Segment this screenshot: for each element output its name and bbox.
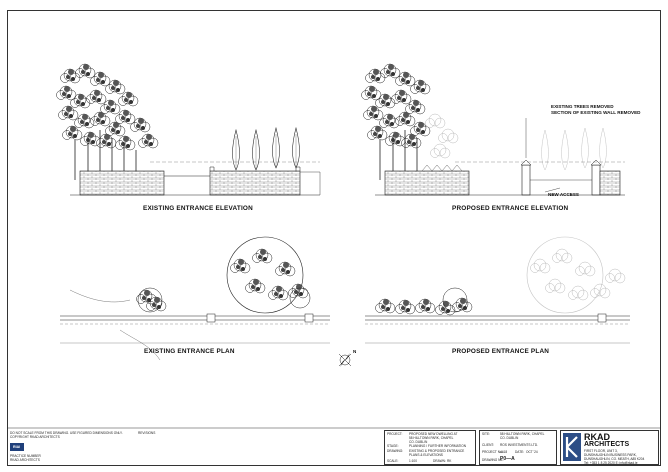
wall-removed-note: SECTION OF EXISTING WALL REMOVED bbox=[551, 110, 641, 115]
project-line-2: 58 HILLTOWN PARK, CHAPEL bbox=[409, 436, 454, 440]
existing-plan bbox=[60, 236, 330, 361]
date-label: DATE: bbox=[515, 450, 525, 454]
riai-line-1: PRACTICE NUMBER bbox=[10, 454, 41, 458]
drawn-value: RK bbox=[447, 459, 452, 463]
north-arrow-icon bbox=[338, 353, 352, 367]
revisions-label: REVISIONS bbox=[138, 431, 156, 435]
rkad-logo-icon bbox=[563, 433, 581, 461]
site-info-box bbox=[479, 430, 557, 465]
drawing-line-2: PLANS & ELEVATIONS bbox=[409, 453, 443, 457]
proposed-plan bbox=[365, 236, 630, 344]
site-label: SITE: bbox=[482, 432, 490, 436]
existing-plan-label: EXISTING ENTRANCE PLAN bbox=[144, 348, 235, 355]
client-value: ROS INVESTMENTS LTD. bbox=[500, 443, 539, 447]
drawing-label: DRAWING: bbox=[387, 449, 404, 453]
project-info-box bbox=[384, 430, 476, 465]
proposed-elevation bbox=[361, 63, 625, 196]
project-no-value: 4418 bbox=[500, 450, 508, 454]
project-line-3: CO. DUBLIN bbox=[409, 440, 428, 444]
disclaimer-line-2: COPYRIGHT RKAD ARCHITECTS bbox=[10, 435, 60, 439]
date-value: OCT '24 bbox=[526, 450, 538, 454]
existing-brick-wall-left bbox=[79, 170, 165, 196]
north-label: N bbox=[353, 349, 357, 354]
drawing-no-label: DRAWING No.: bbox=[482, 458, 505, 462]
existing-brick-wall-right bbox=[209, 170, 301, 196]
drawing-line-1: EXISTING & PROPOSED ENTRANCE bbox=[409, 449, 465, 453]
proposed-plan-label: PROPOSED ENTRANCE PLAN bbox=[452, 348, 550, 355]
proposed-brick-wall-left bbox=[384, 170, 470, 196]
existing-plan-trees bbox=[136, 236, 311, 314]
scale-value: 1:100 bbox=[409, 459, 417, 463]
drawn-label: DRAWN: bbox=[433, 459, 446, 463]
client-label: CLIENT: bbox=[482, 443, 494, 447]
company-name: RKAD bbox=[584, 432, 610, 442]
company-address-1: FIRST FLOOR, UNIT 3, bbox=[584, 449, 618, 453]
existing-elevation-label: EXISTING ENTRANCE ELEVATION bbox=[143, 205, 253, 212]
scale-label: SCALE: bbox=[387, 459, 399, 463]
drawing-no-value: P0—A bbox=[500, 456, 515, 462]
company-address-2: DUNSHAUGHLIN BUSINESS PARK, bbox=[584, 453, 637, 457]
stage-value: PLANNING / FURTHER INFORMATION bbox=[409, 444, 467, 448]
new-access-pier-right bbox=[591, 164, 601, 196]
company-name-2: ARCHITECTS bbox=[584, 441, 630, 448]
site-line-1: 58 HILLTOWN PARK, CHAPEL bbox=[500, 432, 545, 436]
site-line-2: CO. DUBLIN bbox=[500, 436, 519, 440]
trees-removed-note: EXISTING TREES REMOVED bbox=[551, 104, 614, 109]
company-contact: Tel: +353 1 8 25 2020 E: info@rkad.ie bbox=[584, 461, 638, 465]
proposed-elevation-label: PROPOSED ENTRANCE ELEVATION bbox=[452, 205, 569, 212]
new-access-pier-left bbox=[521, 164, 531, 196]
project-label: PROJECT: bbox=[387, 432, 403, 436]
company-address-3: DUNSHAUGHLIN, CO. MEATH, A85 K204 bbox=[584, 457, 645, 461]
project-line-1: PROPOSED NEW DWELLING AT bbox=[409, 432, 458, 436]
existing-elevation bbox=[56, 63, 321, 196]
proposed-tree-mass bbox=[361, 63, 459, 180]
proposed-plan-trees bbox=[375, 236, 626, 316]
riai-line-2: RKAD ARCHITECTS bbox=[10, 458, 40, 462]
project-no-label: PROJECT No.: bbox=[482, 450, 504, 454]
new-access-note: NEW ACCESS bbox=[548, 192, 579, 197]
disclaimer-line-1: DO NOT SCALE FROM THIS DRAWING. USE FIGU… bbox=[10, 431, 123, 435]
stage-label: STAGE: bbox=[387, 444, 399, 448]
existing-tree-mass bbox=[56, 63, 159, 180]
riai-logo: RIAI bbox=[10, 443, 24, 451]
